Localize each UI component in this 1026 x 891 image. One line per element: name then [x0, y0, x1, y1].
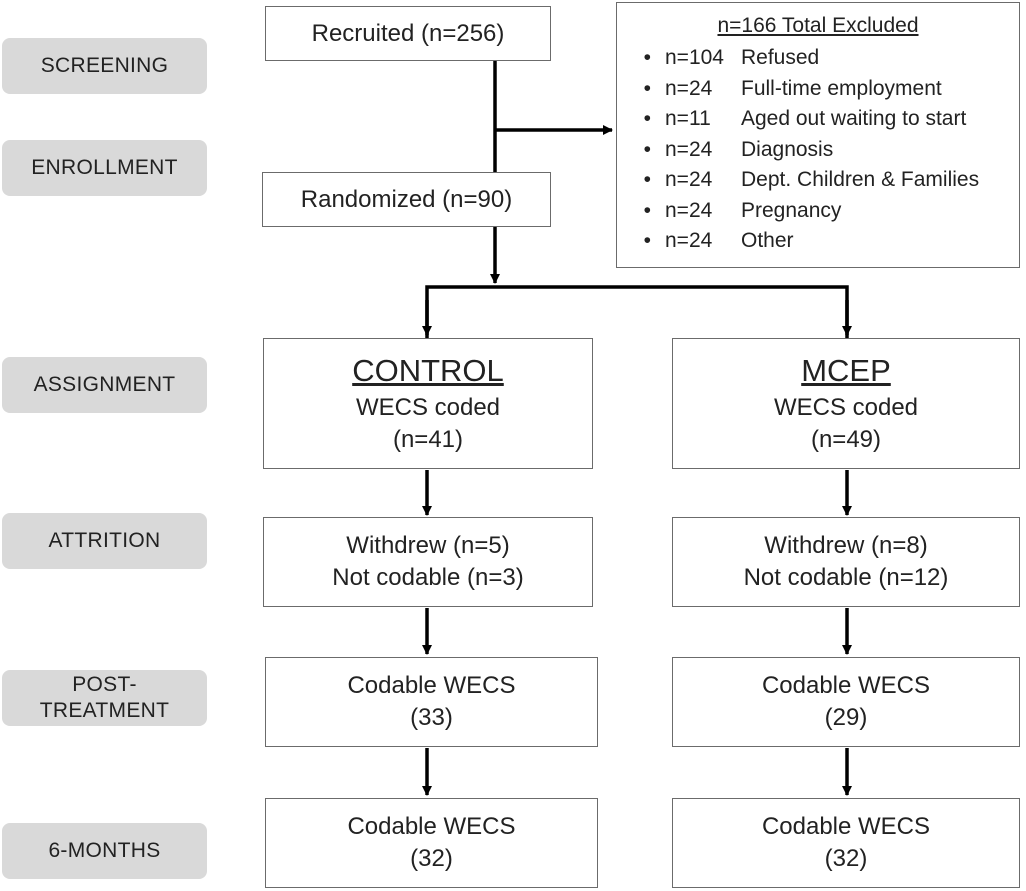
randomized-box: Randomized (n=90): [262, 172, 551, 227]
excluded-count: n=24: [665, 229, 713, 253]
bullet: •: [643, 137, 651, 161]
control-post-line2: (33): [410, 704, 453, 731]
stage-screening: SCREENING: [2, 38, 207, 94]
control-post-box: Codable WECS (33): [265, 657, 598, 747]
bullet: •: [643, 46, 651, 70]
excluded-count: n=24: [665, 76, 713, 100]
list-item: • n=24 Dept. Children & Families: [617, 165, 1019, 196]
excluded-reason: Refused: [741, 46, 820, 70]
excluded-count: n=11: [665, 107, 711, 131]
mcep-post-line2: (29): [824, 704, 868, 731]
control-six-line2: (32): [410, 845, 453, 872]
list-item: • n=11 Aged out waiting to start: [617, 104, 1019, 135]
excluded-reason: Aged out waiting to start: [741, 107, 967, 131]
control-title: CONTROL: [352, 352, 504, 388]
mcep-six-line1: Codable WECS: [761, 813, 931, 840]
stage-label-line1: POST-: [72, 673, 137, 696]
excluded-box: n=166 Total Excluded • n=104 Refused • n=24…: [616, 2, 1020, 268]
stage-label: ENROLLMENT: [31, 156, 178, 179]
list-item: • n=24 Other: [617, 226, 1019, 257]
mcep-post-box: Codable WECS (29): [672, 657, 1020, 747]
stage-post-treatment: POST- TREATMENT: [2, 670, 207, 726]
excluded-reason: Full-time employment: [741, 76, 942, 100]
excluded-reason: Dept. Children & Families: [741, 168, 980, 192]
bullet: •: [643, 229, 651, 253]
stage-label: 6-MONTHS: [48, 839, 161, 862]
excluded-reason: Pregnancy: [741, 198, 842, 222]
stage-attrition: ATTRITION: [2, 513, 207, 569]
excluded-reason: Diagnosis: [741, 137, 834, 161]
stage-6-months: 6-MONTHS: [2, 823, 207, 879]
bullet: •: [643, 198, 651, 222]
list-item: • n=104 Refused: [617, 43, 1019, 74]
excluded-reason: Other: [741, 229, 794, 253]
list-item: • n=24 Pregnancy: [617, 196, 1019, 227]
bullet: •: [643, 107, 651, 131]
mcep-assignment-line1: WECS coded: [773, 393, 919, 421]
split-line: [425, 285, 849, 338]
recruited-box: Recruited (n=256): [265, 6, 551, 61]
mcep-title: MCEP: [801, 352, 891, 388]
excluded-count: n=24: [665, 168, 713, 192]
excluded-count: n=24: [665, 137, 713, 161]
control-attrition-line1: Withdrew (n=5): [346, 532, 510, 559]
mcep-assignment-line2: (n=49): [810, 425, 882, 453]
stage-label: ATTRITION: [48, 529, 161, 552]
stage-assignment: ASSIGNMENT: [2, 357, 207, 413]
excluded-count: n=104: [665, 46, 724, 70]
excluded-count: n=24: [665, 198, 713, 222]
control-assignment-line1: WECS coded: [355, 393, 501, 421]
mcep-attrition-line2: Not codable (n=12): [743, 564, 949, 591]
mcep-six-box: Codable WECS (32): [672, 798, 1020, 888]
mcep-assignment-box: MCEP WECS coded (n=49): [672, 338, 1020, 469]
control-assignment-box: CONTROL WECS coded (n=41): [263, 338, 593, 469]
mcep-attrition-box: Withdrew (n=8) Not codable (n=12): [672, 517, 1020, 607]
mcep-six-line2: (32): [824, 845, 868, 872]
stage-label: SCREENING: [40, 54, 169, 77]
bullet: •: [643, 76, 651, 100]
stage-label-line2: TREATMENT: [39, 699, 170, 722]
mcep-post-line1: Codable WECS: [761, 672, 931, 699]
stage-label: ASSIGNMENT: [33, 373, 176, 396]
recruited-text: Recruited (n=256): [311, 19, 505, 47]
excluded-title: n=166 Total Excluded: [717, 14, 919, 37]
list-item: • n=24 Diagnosis: [617, 135, 1019, 166]
control-six-box: Codable WECS (32): [265, 798, 598, 888]
control-six-line1: Codable WECS: [347, 813, 516, 840]
stage-enrollment: ENROLLMENT: [2, 140, 207, 196]
bullet: •: [643, 168, 651, 192]
list-item: • n=24 Full-time employment: [617, 74, 1019, 105]
control-post-line1: Codable WECS: [347, 672, 516, 699]
randomized-text: Randomized (n=90): [300, 185, 513, 213]
control-assignment-line2: (n=41): [392, 425, 464, 453]
control-attrition-line2: Not codable (n=3): [332, 564, 524, 591]
control-attrition-box: Withdrew (n=5) Not codable (n=3): [263, 517, 593, 607]
mcep-attrition-line1: Withdrew (n=8): [764, 532, 928, 559]
